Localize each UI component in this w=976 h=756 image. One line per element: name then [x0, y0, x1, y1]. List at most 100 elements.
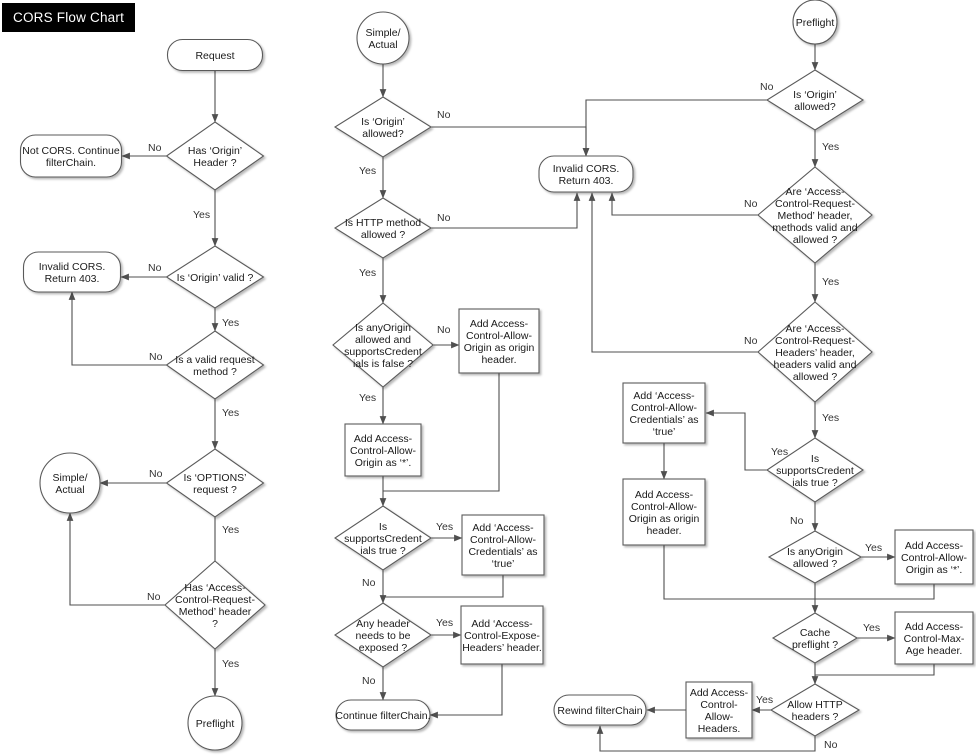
edge-mid-supports-no: No [361, 570, 387, 604]
edge-mid-addorigin-join [383, 373, 500, 492]
edge-label-right-supports-yes: Yes [771, 446, 788, 458]
edge-right-origin-no: No [582, 80, 775, 157]
edge-label-origin-valid-yes: Yes [222, 317, 239, 329]
edge-right-allowhdr-no: No [596, 725, 839, 753]
edge-right-origin-yes: Yes [811, 130, 841, 168]
edge-mid-method-yes: Yes [358, 258, 387, 304]
node-right-acrh-valid-allowed: Are ‘Access-Control-Request-Headers’ hea… [757, 301, 873, 403]
edge-right-maxage-join [815, 664, 935, 676]
node-mid-add-acac-true: Add ‘Access-Control-Allow-Credentials’ a… [461, 514, 545, 576]
edge-label-mid-method-yes: Yes [359, 267, 376, 279]
edge-label-has-acrm-no: No [147, 591, 161, 603]
edge-mid-origin-yes: Yes [358, 157, 387, 199]
edge-right-cache-yes: Yes [857, 621, 896, 642]
node-is-options-request: Is ‘OPTIONS’request ? [165, 448, 265, 518]
edge-right-anyorigin-yes: Yes [861, 541, 896, 561]
edge-mid-supports-yes: Yes [431, 520, 463, 542]
edge-right-acrh-no: No [588, 192, 759, 353]
edge-mid-expose-no: No [361, 667, 387, 701]
node-label-right-add-acao-origin-header: Add Access-Control-Allow-Origin as origi… [629, 489, 700, 537]
edge-right-acrm-yes: Yes [811, 263, 841, 303]
edge-label-right-acrm-yes: Yes [822, 276, 839, 288]
node-label-mid-add-acao-star: Add Access-Control-Allow-Origin as ‘*’. [350, 433, 416, 469]
node-is-origin-valid: Is ‘Origin’ valid ? [165, 245, 265, 309]
node-right-acrm-valid-allowed: Are ‘Access-Control-Request-Method’ head… [757, 166, 873, 264]
node-has-origin-header: Has ‘Origin’Header ? [165, 121, 265, 191]
edge-label-right-acrh-yes: Yes [822, 412, 839, 424]
node-label-is-origin-valid: Is ‘Origin’ valid ? [177, 272, 254, 284]
edge-mid-addcred-join [383, 575, 504, 598]
edge-label-right-acrh-no: No [744, 335, 758, 347]
edge-label-mid-method-no: No [437, 212, 451, 224]
edge-label-mid-origin-no: No [437, 109, 451, 121]
node-label-right-add-max-age: Add Access-Control-Max-Age header. [904, 621, 965, 657]
node-label-is-options-request: Is ‘OPTIONS’request ? [183, 472, 246, 496]
edge-label-options-yes: Yes [222, 524, 239, 536]
node-label-mid-add-acac-true: Add ‘Access-Control-Allow-Credentials’ a… [468, 522, 537, 570]
edge-right-acrh-yes: Yes [811, 402, 841, 439]
edge-has-origin-yes: Yes [192, 190, 219, 247]
node-right-add-acac-true: Add ‘Access-Control-Allow-Credentials’ a… [622, 382, 706, 444]
node-label-invalid-cors-mid: Invalid CORS.Return 403. [553, 163, 620, 187]
edge-label-right-origin-no: No [760, 81, 774, 93]
node-label-right-add-acac-true: Add ‘Access-Control-Allow-Credentials’ a… [629, 390, 698, 438]
edge-mid-expose-yes: Yes [431, 616, 462, 639]
edge-mid-origin-no: No [431, 108, 590, 157]
node-label-simple-actual-left: Simple/Actual [52, 472, 87, 496]
edge-mid-anyorigin-yes: Yes [358, 387, 387, 425]
edge-right-addorigin-join [663, 545, 815, 600]
edge-right-acrm-no: No [608, 192, 759, 216]
edge-label-mid-expose-yes: Yes [436, 617, 453, 629]
edge-options-no: No [99, 467, 167, 487]
node-request: Request [166, 38, 264, 72]
node-right-add-allow-headers: Add Access-Control-Allow-Headers. [685, 681, 753, 739]
node-mid-add-acao-star: Add Access-Control-Allow-Origin as ‘*’. [344, 423, 422, 477]
node-has-acrm-header: Has ‘Access-Control-Request-Method’ head… [164, 560, 266, 650]
edge-label-mid-origin-yes: Yes [359, 165, 376, 177]
node-mid-add-acao-origin-header: Add Access-Control-Allow-Origin as origi… [458, 308, 540, 374]
edge-options-yes: Yes [211, 517, 241, 572]
node-label-continue-filterchain: Continue filterChain. [335, 710, 430, 722]
edge-label-right-allowhdr-yes: Yes [756, 694, 773, 706]
edge-label-right-supports-no: No [790, 515, 804, 527]
node-label-preflight-right: Preflight [796, 17, 835, 29]
edge-label-right-acrm-no: No [744, 198, 758, 210]
node-right-is-origin-allowed: Is ‘Origin’allowed? [765, 69, 865, 131]
node-label-simple-actual-mid: Simple/Actual [365, 27, 400, 51]
edge-right-addstar-join [815, 584, 935, 600]
node-simple-actual-left: Simple/Actual [39, 452, 101, 514]
node-label-has-acrm-header: Has ‘Access-Control-Request-Method’ head… [175, 582, 255, 630]
edge-label-has-origin-no: No [148, 142, 162, 154]
node-continue-filterchain: Continue filterChain. [335, 699, 431, 731]
node-right-add-acao-star: Add Access-Control-Allow-Origin as ‘*’. [894, 529, 974, 585]
edge-label-mid-supports-yes: Yes [436, 521, 453, 533]
edge-has-acrm-yes: Yes [211, 649, 241, 697]
node-label-has-origin-header: Has ‘Origin’Header ? [188, 145, 242, 169]
edge-right-allowhdr-yes: Yes [751, 693, 775, 714]
node-label-right-acrm-valid-allowed: Are ‘Access-Control-Request-Method’ head… [772, 186, 857, 246]
node-label-right-add-acao-star: Add Access-Control-Allow-Origin as ‘*’. [901, 540, 967, 576]
node-mid-add-expose-headers: Add ‘Access-Control-Expose-Headers’ head… [460, 605, 544, 665]
edge-valid-method-yes: Yes [211, 399, 241, 450]
edge-has-acrm-no: No [66, 512, 165, 606]
edge-label-mid-anyorigin-no: No [437, 324, 451, 336]
edge-label-right-anyorigin-yes: Yes [865, 542, 882, 554]
edge-label-has-origin-yes: Yes [193, 209, 210, 221]
edges-layer: NoYesNoYesNoYesNoYesNoYesNoYesNoYesNoYes… [66, 44, 935, 753]
edge-label-valid-method-yes: Yes [222, 407, 239, 419]
